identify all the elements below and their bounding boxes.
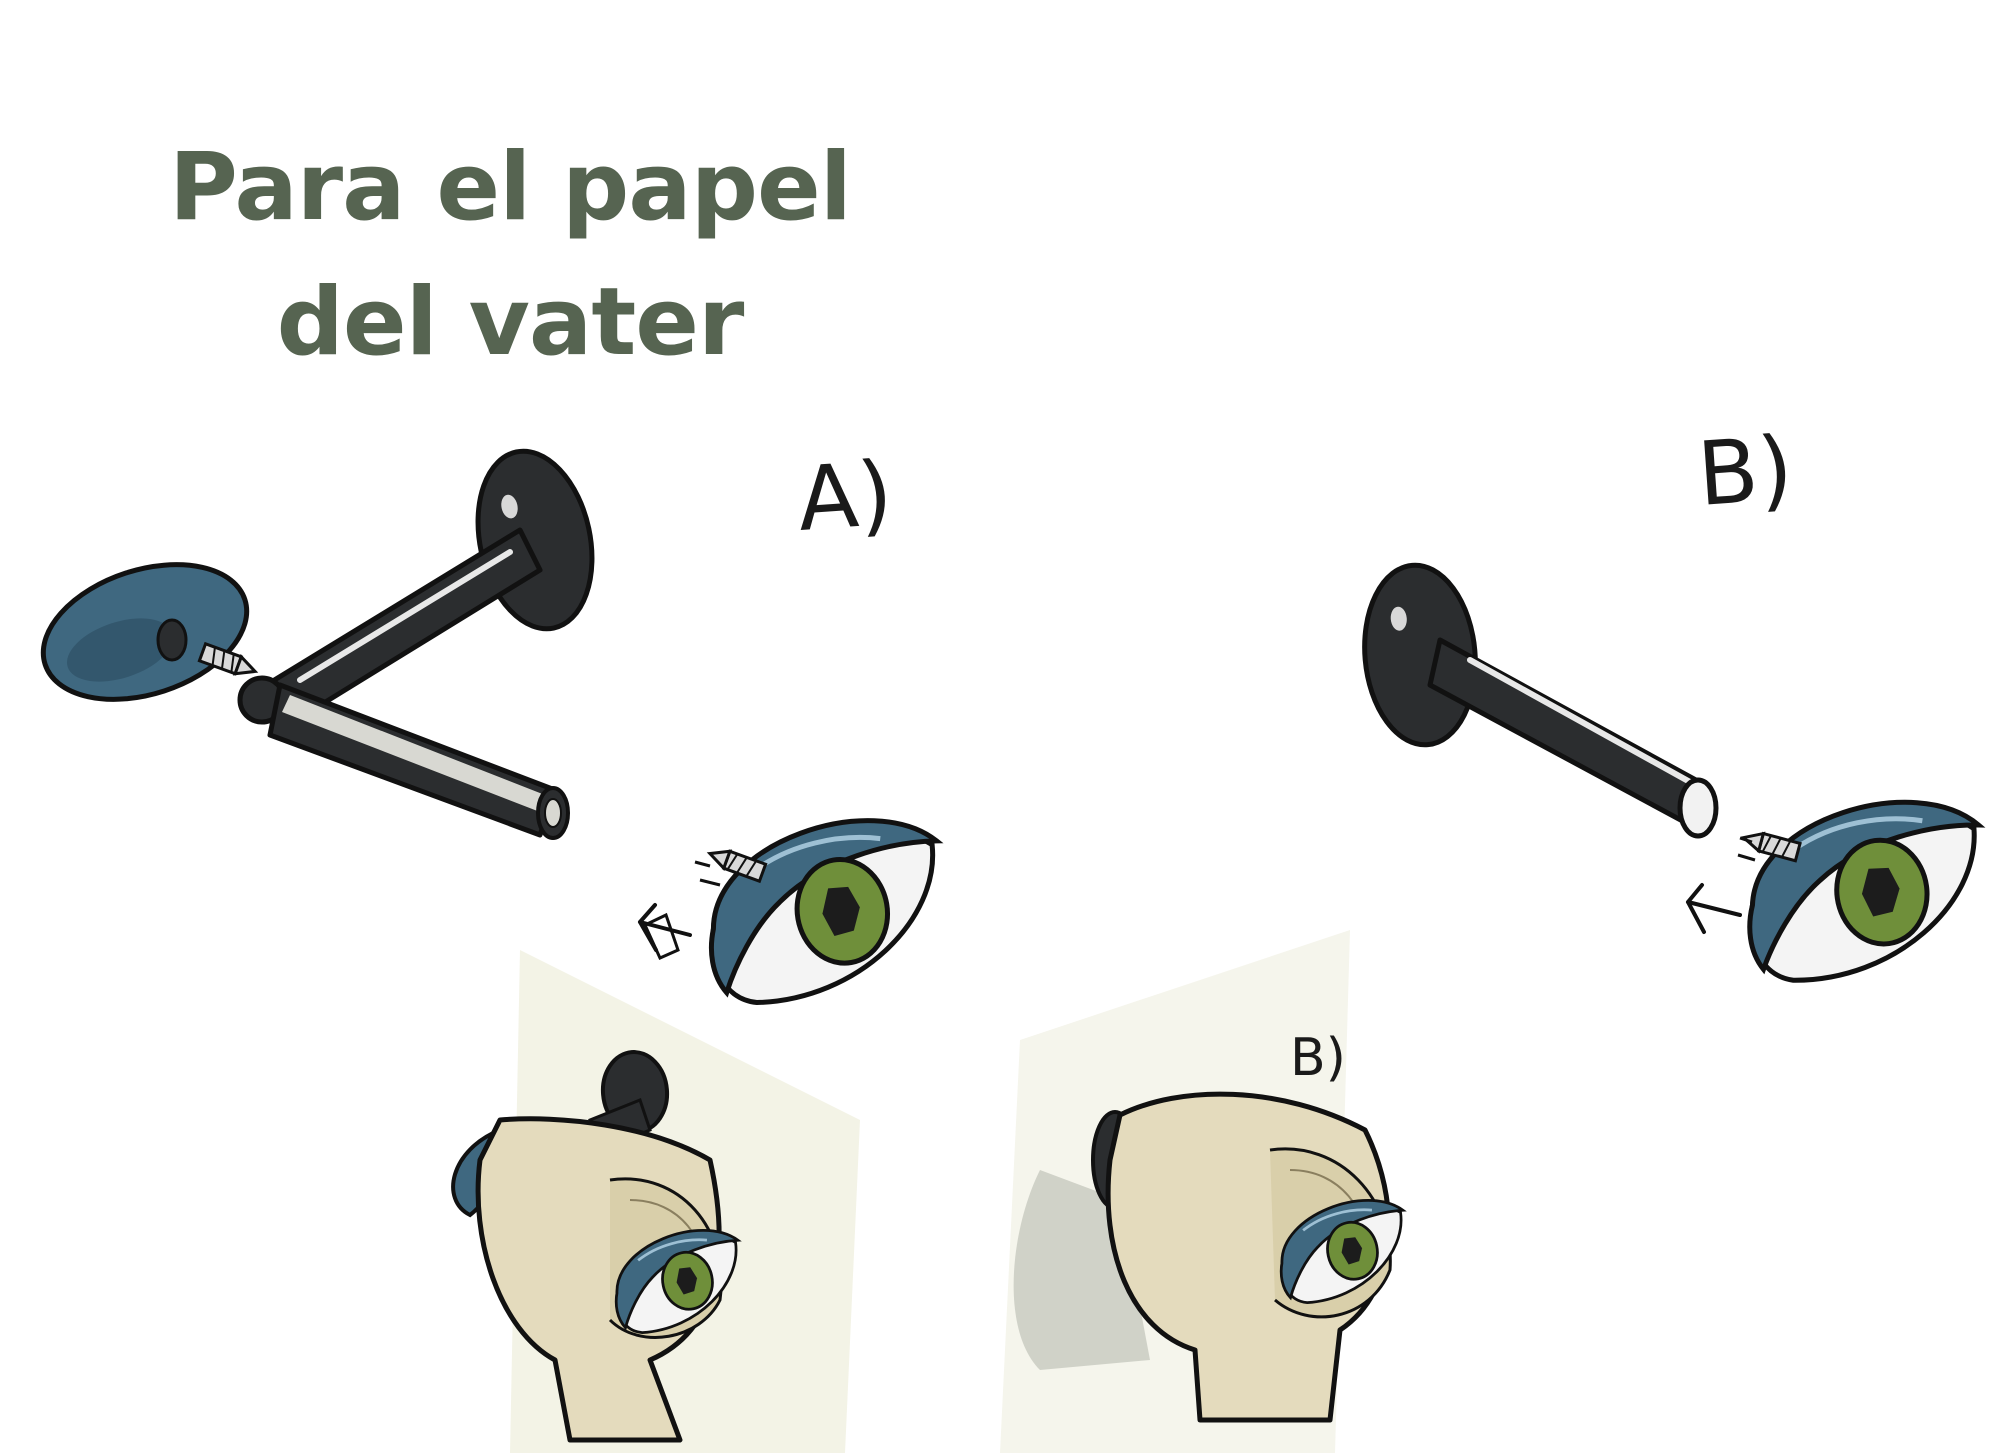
eye-icon [693,807,959,1011]
arrow-icon [638,903,692,960]
page-title: Para el papel del vater [169,133,852,377]
eye-cap-icon [40,562,260,702]
roll-a [451,1050,755,1443]
eye-icon [1735,791,1997,988]
label-option-a: A) [794,442,895,551]
holder-a [40,441,608,840]
roll-b [1091,1091,1420,1423]
label-roll-b: B) [1290,1028,1346,1088]
label-option-b: B) [1694,417,1796,526]
dash-mark [694,860,721,887]
holder-b [1357,561,1719,839]
arrow-icon [1686,883,1742,934]
